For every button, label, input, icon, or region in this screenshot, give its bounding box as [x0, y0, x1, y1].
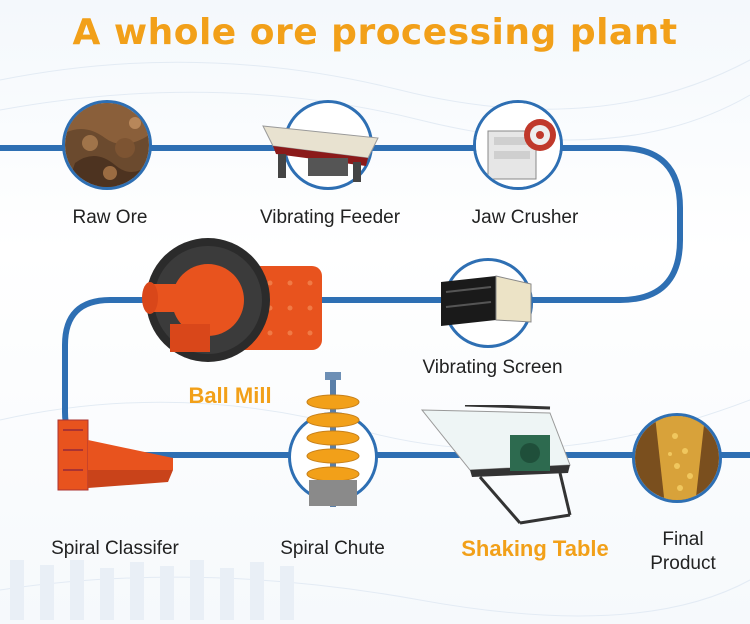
- step-label-jaw-crusher: Jaw Crusher: [471, 207, 579, 228]
- raw-ore-icon: [62, 100, 152, 190]
- step-label-final-product: Final Product: [650, 529, 716, 574]
- step-label-ball-mill: Ball Mill: [188, 383, 272, 408]
- vibrating-screen-machine: [441, 275, 532, 326]
- step-label-spiral-classifier: Spiral Classifer: [51, 538, 179, 559]
- shaking-table-icon: [420, 405, 572, 525]
- step-label-vibrating-screen: Vibrating Screen: [422, 357, 563, 378]
- step-label-spiral-chute: Spiral Chute: [280, 538, 385, 559]
- step-label-shaking-table: Shaking Table: [461, 536, 609, 561]
- spiral-chute-icon: [306, 372, 360, 507]
- page-title: A whole ore processing plant: [72, 12, 678, 53]
- ball-mill-icon: [142, 238, 322, 362]
- jaw-crusher-icon: [473, 100, 563, 190]
- step-label-vibrating-feeder: Vibrating Feeder: [259, 207, 401, 228]
- spiral-classifier-icon: [57, 419, 173, 491]
- vibrating-feeder-machine: [262, 125, 379, 182]
- step-label-raw-ore: Raw Ore: [72, 207, 148, 228]
- final-product-icon: [632, 413, 722, 503]
